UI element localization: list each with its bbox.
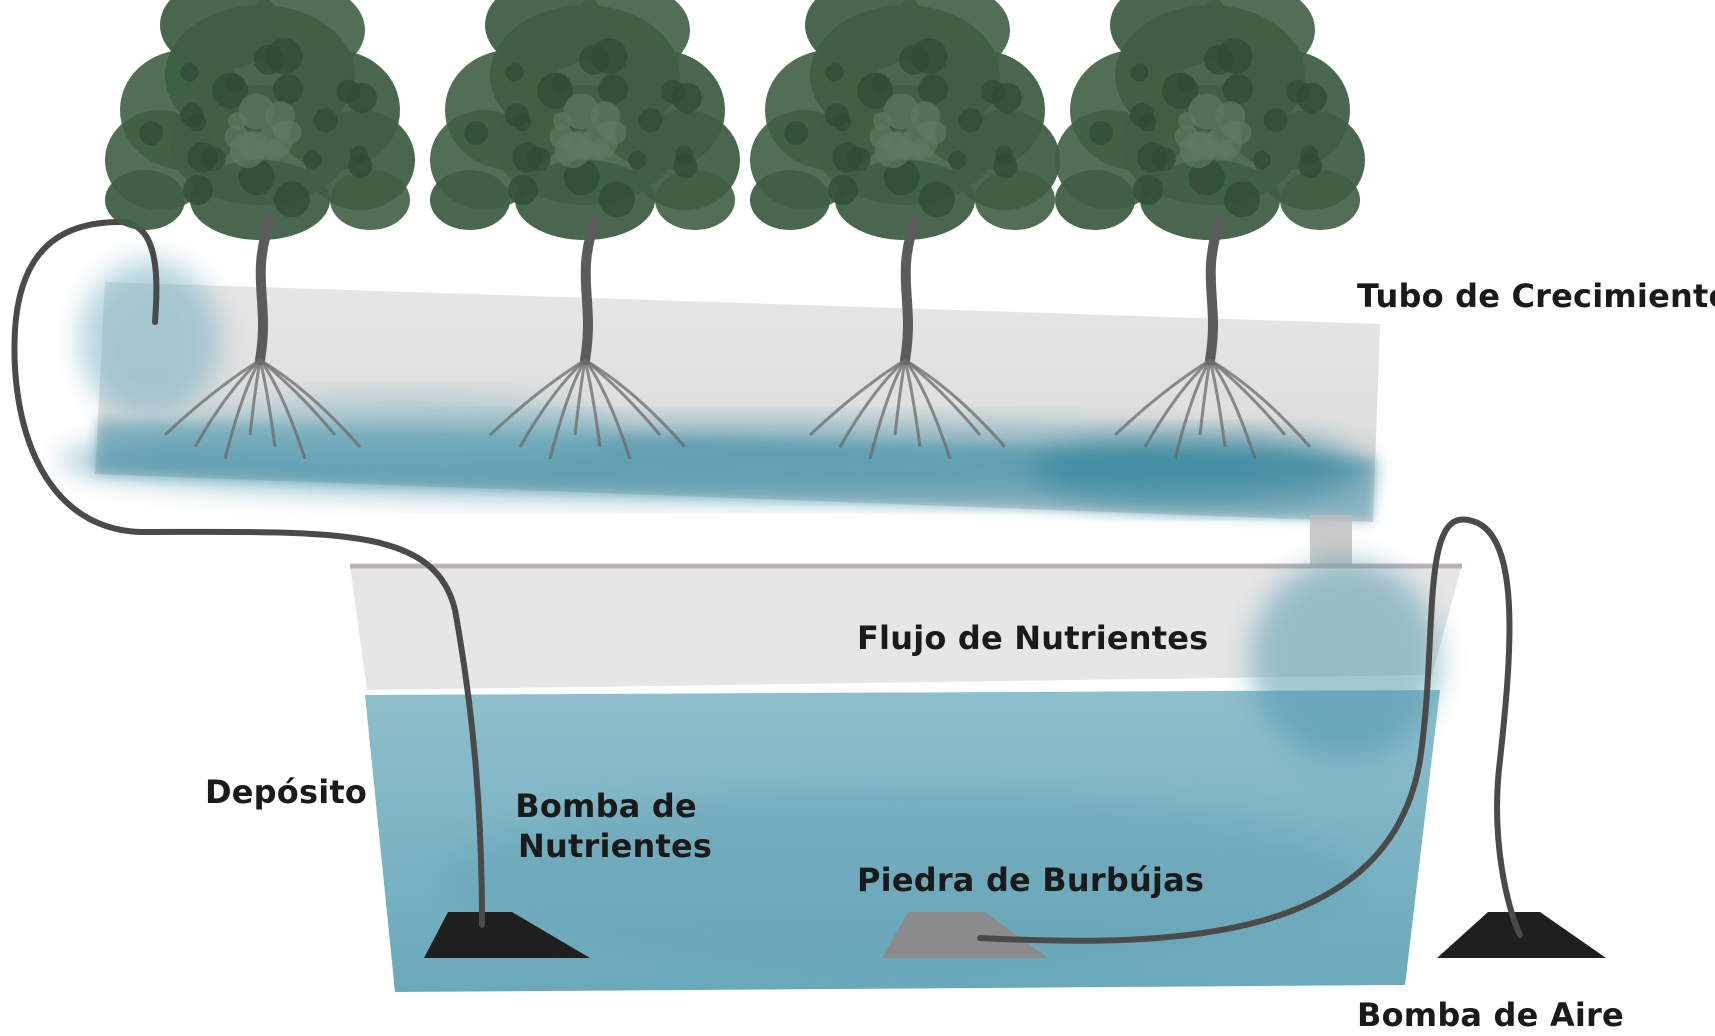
tube-water — [60, 260, 1377, 522]
tree-trunk — [1205, 215, 1225, 365]
tree-roots — [808, 358, 1007, 460]
tree-trunk — [255, 215, 275, 365]
tree-canopy — [1055, 0, 1365, 240]
tree-canopy — [105, 0, 415, 240]
tree-roots — [163, 358, 362, 460]
tree-trunk — [580, 215, 600, 365]
return-flow-splash — [1250, 560, 1440, 760]
nutrient-pump-label: Bomba de Nutrientes — [500, 786, 712, 866]
tree-roots — [1113, 358, 1312, 460]
growth-tube-label: Tubo de Crecimiento — [1357, 277, 1715, 315]
tree-trunk — [900, 215, 920, 365]
nutrient-hose — [11, 218, 485, 928]
reservoir-label: Depósito — [205, 773, 368, 811]
tree-2 — [430, 0, 740, 460]
nutrient-flow-label: Flujo de Nutrientes — [857, 619, 1209, 657]
tree-canopy — [750, 0, 1060, 240]
tree-roots — [488, 358, 687, 460]
growth-tube — [60, 260, 1380, 522]
reservoir-tank — [350, 560, 1462, 992]
nutrient-pump-label-line2: Nutrientes — [518, 827, 713, 865]
nutrient-pump-label-line1: Bomba de — [515, 787, 697, 825]
tree-3 — [750, 0, 1060, 460]
air-hose — [977, 516, 1523, 944]
plant-row — [105, 0, 1365, 460]
air-pump-label: Bomba de Aire — [1357, 996, 1624, 1034]
tree-canopy — [430, 0, 740, 240]
nutrient-pump-icon — [424, 912, 590, 958]
air-stone-label: Piedra de Burbújas — [857, 861, 1205, 899]
tree-1 — [105, 0, 415, 460]
air-stone-icon — [882, 912, 1048, 958]
tree-4 — [1055, 0, 1365, 460]
